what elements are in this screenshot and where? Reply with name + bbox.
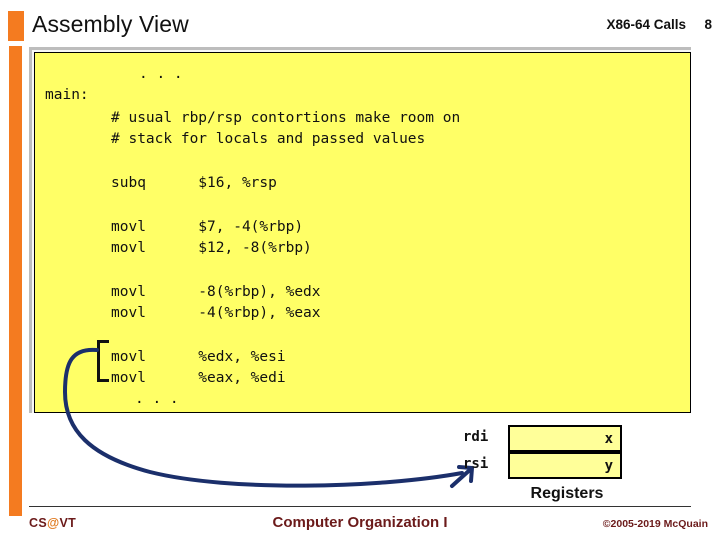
logo-prefix: CS: [29, 516, 47, 530]
code-line: subq $16, %rsp: [111, 175, 277, 191]
code-line: main:: [45, 87, 89, 103]
cs-at-vt-logo: CS@VT: [29, 516, 76, 530]
code-line: # stack for locals and passed values: [111, 131, 426, 147]
code-line: movl -8(%rbp), %edx: [111, 284, 321, 300]
registers-caption: Registers: [530, 485, 604, 502]
code-line: # usual rbp/rsp contortions make room on: [111, 110, 461, 126]
code-line: . . .: [135, 391, 179, 407]
register-value-rsi: y: [604, 458, 613, 474]
register-value-rdi: x: [604, 431, 613, 447]
code-line: movl -4(%rbp), %eax: [111, 305, 321, 321]
slide-header: Assembly View X86-64 Calls 8: [0, 0, 720, 44]
left-accent-rail: [9, 46, 22, 516]
at-icon: @: [46, 516, 60, 530]
title-accent-bar: [8, 11, 24, 41]
argument-setup-bracket: [97, 340, 109, 382]
register-cell-rsi[interactable]: y: [508, 452, 622, 479]
assembly-code-panel: . . . main: # usual rbp/rsp contortions …: [34, 52, 691, 413]
logo-suffix: VT: [59, 516, 77, 530]
code-line: movl %edx, %esi: [111, 349, 286, 365]
code-line: movl $7, -4(%rbp): [111, 219, 304, 235]
header-topic-label: X86-64 Calls: [606, 17, 686, 32]
footer-copyright: ©2005-2019 McQuain: [602, 518, 708, 530]
footer-course-title: Computer Organization I: [272, 514, 448, 531]
register-cell-rdi[interactable]: x: [508, 425, 622, 452]
code-line: . . .: [139, 66, 183, 82]
code-line: movl %eax, %edi: [111, 370, 286, 386]
register-label-rsi: rsi: [463, 456, 489, 472]
register-label-rdi: rdi: [463, 429, 489, 445]
page-title: Assembly View: [32, 11, 189, 37]
slide-number: 8: [704, 17, 712, 32]
code-line: movl $12, -8(%rbp): [111, 240, 312, 256]
footer-divider: [29, 506, 691, 507]
